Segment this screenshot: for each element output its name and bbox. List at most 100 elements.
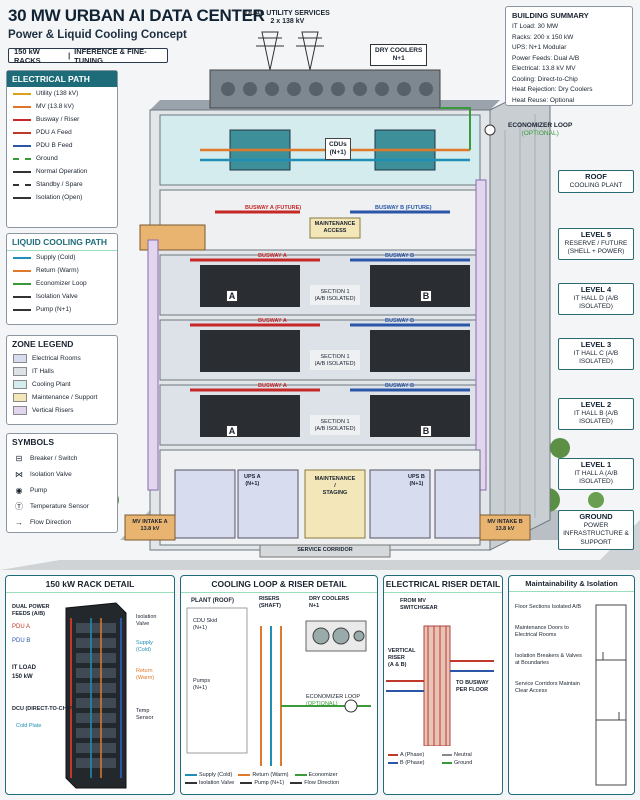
maintenance-staging [304,469,366,539]
pump-icon: ◉ [15,485,23,495]
rack-supply-line1: Supply [136,640,153,646]
economizer-line1: ECONOMIZER LOOP [508,122,573,129]
cdus-line1: CDUs [329,141,347,148]
dcu-label: DCU (DIRECT-TO-CHIP) [12,706,74,712]
pumps-label: Pumps (N+1) [193,678,210,692]
electrical-legend-item: Standby / Spare [7,178,117,191]
symbol-legend-item: ⋈Isolation Valve [7,466,117,482]
section-line2: (A/B ISOLATED) [314,296,356,302]
legend-line-swatch [13,295,31,298]
temp-sensor-icon: Ⓣ [15,501,23,511]
utility-services-label: DUAL UTILITY SERVICES 2 x 138 kV [245,10,330,26]
mv-intake-a-line2: 13.8 kV [140,526,160,532]
tag-separator: | [68,51,71,60]
cooling-detail-panel: COOLING LOOP & RISER DETAIL PLANT (ROOF)… [180,575,378,795]
section-line2: (A/B ISOLATED) [314,361,356,367]
legend-label: Ground [36,155,58,162]
busway-b-future-label: BUSWAY B (FUTURE) [375,205,432,211]
cooling-economizer-label: ECONOMIZER LOOP (OPTIONAL) [306,694,360,708]
electrical-legend-item: MV (13.8 kV) [7,100,117,113]
ups-b-label: UPS B (N+1) [408,474,425,488]
zone-legend-item: IT Halls [7,365,117,378]
maintainability-item: Floor Sections Isolated A/B [515,604,582,610]
cooling-legend-item: Return (Warm) [7,264,117,277]
zone-color-swatch [13,406,27,415]
cdu-skid-line1: CDU Skid [193,618,218,624]
legend-label: Pump (N+1) [36,306,72,313]
legend-label: Standby / Spare [36,181,83,188]
level-desc: IT HALL A (A/B ISOLATED) [574,469,618,486]
rack-supply-label: Supply (Cold) [136,640,153,654]
summary-item: Racks: 200 x 150 kW [512,33,574,41]
spec-tag: 150 kW RACKS | INFERENCE & FINE-TUNING [8,46,168,65]
ups-b-line2: (N+1) [409,481,424,487]
rack-isolation-line2: Valve [136,621,150,627]
electrical-path-list: Utility (138 kV)MV (13.8 kV)Busway / Ris… [7,87,117,204]
economizer-loop-label: ECONOMIZER LOOP (OPTIONAL) [508,122,572,138]
electrical-path-title: ELECTRICAL PATH [7,71,117,87]
zone-color-swatch [13,393,27,402]
level-name: LEVEL 3 [580,340,612,349]
rack-isolation-line1: Isolation [136,614,157,620]
section-line2: (A/B ISOLATED) [314,426,356,432]
cold-plate-label: Cold Plate [16,723,42,729]
legend-line-swatch [442,754,452,756]
cdu-skid-label: CDU Skid (N+1) [193,618,217,632]
pdu-a-label: PDU A [12,624,31,630]
electrical-riser-diagram [386,625,494,746]
electrical-legend-item: Busway / Riser [7,113,117,126]
legend-line-swatch [238,774,251,776]
ups-a-line2: (N+1) [245,481,260,487]
vertical-riser-line2: RISER [388,655,405,661]
maintenance-staging-label: MAINTENANCE / STAGING [307,476,363,497]
zone-legend-title: ZONE LEGEND [12,339,74,349]
legend-line-swatch [13,196,31,199]
zone-label: Vertical Risers [32,407,74,414]
symbol-label: Temperature Sensor [30,502,89,510]
cooling-detail-legend-item: Supply (Cold) [185,772,232,778]
dry-coolers-label: DRY COOLERS N+1 [370,44,428,66]
ups-a-label: UPS A (N+1) [244,474,261,488]
mv-intake-b-line1: MV INTAKE B [487,519,523,525]
section-line1: SECTION 1 [320,289,350,295]
section-line1: SECTION 1 [320,419,350,425]
legend-line-swatch [13,170,31,173]
riser-legend-item: A (Phase) [388,752,438,758]
cdu-skid-line2: (N+1) [193,625,207,631]
legend-line-swatch [13,105,31,108]
legend-line-swatch [13,157,31,160]
summary-item: Heat Reuse: Optional [512,96,575,104]
legend-line-swatch [13,269,31,272]
level-desc: COOLING PLANT [569,181,623,189]
electrical-legend-item: PDU B Feed [7,139,117,152]
utility-label-line1: DUAL UTILITY SERVICES [245,10,330,17]
busway-b-label-l4: BUSWAY B [385,253,415,259]
section-line1: SECTION 1 [320,354,350,360]
legend-label: Economizer Loop [36,280,87,287]
rack-temp-line1: Temp [136,708,150,714]
cooling-detail-legend-item: Pump (N+1) [240,780,284,786]
ups-b-line1: UPS B [408,474,425,480]
rack-detail-title: 150 kW RACK DETAIL [6,576,174,593]
legend-line-swatch [294,774,307,776]
it-load-line2: 150 kW [12,674,33,680]
plant-roof-label: PLANT (ROOF) [191,598,234,604]
valve-icon: ⋈ [15,469,23,479]
legend-label: Economizer [308,772,338,778]
to-busway-line1: TO BUSWAY [456,680,489,686]
legend-line-swatch [388,754,398,756]
vertical-riser-label: VERTICAL RISER (A & B) [388,648,416,669]
tag-use: INFERENCE & FINE-TUNING [74,46,147,65]
legend-label: B (Phase) [400,760,425,766]
breaker-icon: ⊟ [15,453,23,463]
to-busway-line2: PER FLOOR [456,687,489,693]
floor-plan-sketch [595,604,627,786]
legend-line-swatch [290,782,303,784]
level-desc: POWER INFRASTRUCTURE & SUPPORT [563,521,629,546]
mv-intake-a-box [124,514,176,541]
